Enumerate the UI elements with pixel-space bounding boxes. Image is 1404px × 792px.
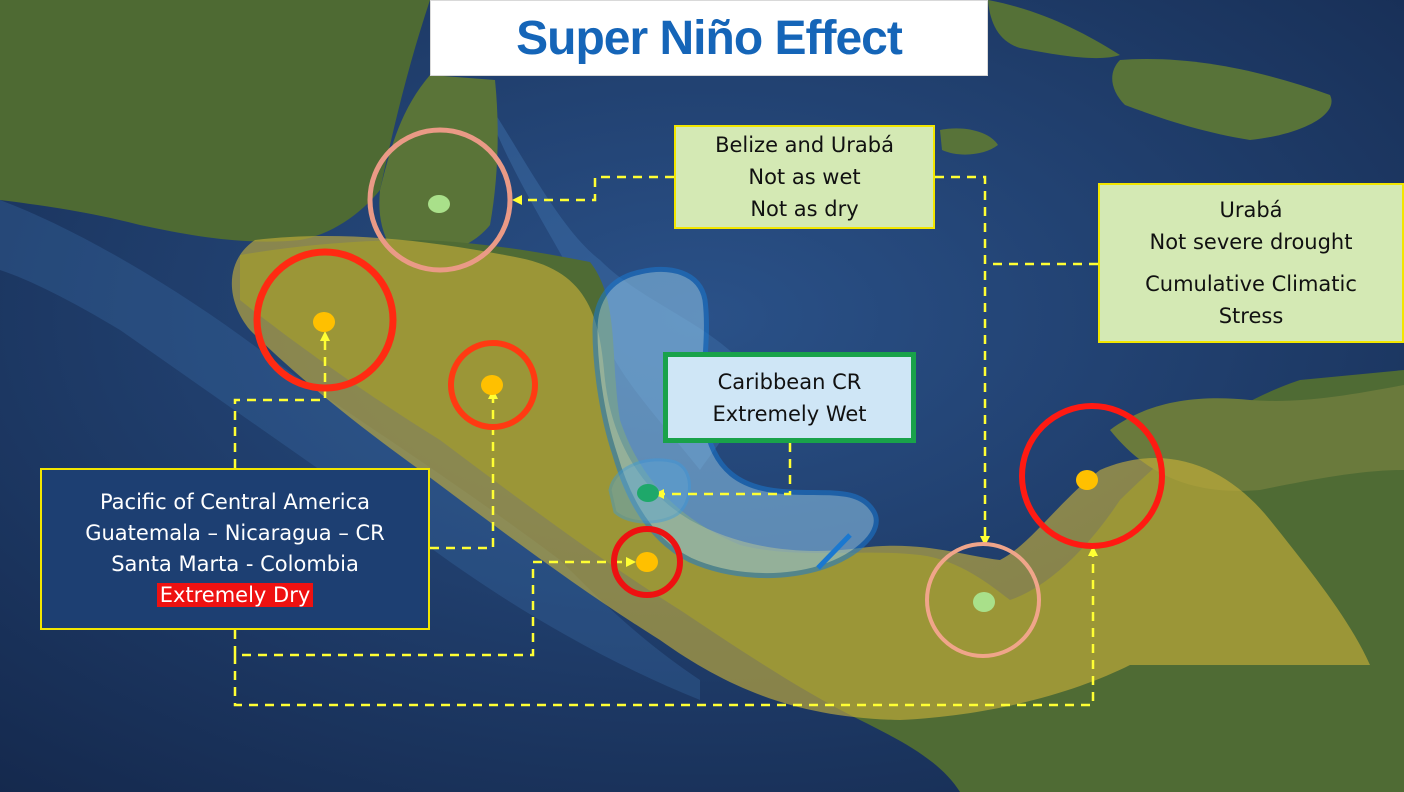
- yucatan-landmass: [379, 75, 498, 257]
- site-marker-caribbean-cr: [637, 484, 659, 502]
- site-marker-uraba: [973, 592, 995, 612]
- label-pacific-central-america: Pacific of Central America Guatemala – N…: [40, 468, 430, 630]
- cuba-landmass: [988, 0, 1120, 59]
- label-caribbean-cr: Caribbean CR Extremely Wet: [663, 352, 916, 443]
- site-marker-costa-rica-pacific: [636, 552, 658, 572]
- label-belize-uraba: Belize and Urabá Not as wet Not as dry: [674, 125, 935, 229]
- label-line: Extremely Wet: [712, 401, 867, 426]
- label-line: Guatemala – Nicaragua – CR: [85, 521, 385, 545]
- label-line: Caribbean CR: [717, 369, 862, 394]
- title-banner: Super Niño Effect: [430, 0, 988, 76]
- ring-costa-rica-pacific: [611, 526, 683, 598]
- ring-belize: [367, 127, 513, 273]
- connector-lines: [233, 175, 1098, 707]
- label-line: Not as wet: [748, 165, 861, 189]
- wet-zone-tail: [816, 533, 852, 570]
- dry-zone-overlay: [231, 236, 1371, 721]
- mexico-landmass: [0, 0, 430, 242]
- site-marker-santa-marta: [1076, 470, 1098, 490]
- extremely-dry-badge: Extremely Dry: [156, 583, 314, 607]
- jamaica-landmass: [940, 128, 998, 155]
- label-line-highlight: Extremely Dry: [42, 580, 428, 611]
- pacific-shelf: [0, 200, 700, 700]
- label-line: Belize and Urabá: [715, 133, 894, 157]
- ring-santa-marta: [1019, 403, 1165, 549]
- connector-arrowheads: [320, 195, 1098, 567]
- page-title: Super Niño Effect: [516, 11, 903, 65]
- ring-guatemala: [253, 248, 397, 392]
- hispaniola-landmass: [1112, 59, 1332, 140]
- label-line: Not severe drought: [1149, 230, 1353, 254]
- site-marker-nicaragua: [481, 375, 503, 395]
- label-line: Pacific of Central America: [99, 490, 371, 514]
- label-line: Not as dry: [750, 197, 859, 221]
- ring-uraba: [925, 542, 1041, 658]
- label-line: Santa Marta - Colombia: [111, 552, 359, 576]
- label-line: Stress: [1218, 304, 1284, 328]
- site-marker-belize: [428, 195, 450, 213]
- label-line: Cumulative Climatic: [1145, 272, 1357, 296]
- label-line: Urabá: [1219, 198, 1283, 222]
- ring-nicaragua: [448, 340, 538, 430]
- site-marker-guatemala: [313, 312, 335, 332]
- label-uraba: Urabá Not severe drought Cumulative Clim…: [1098, 183, 1404, 343]
- label-spacer: [1100, 258, 1402, 268]
